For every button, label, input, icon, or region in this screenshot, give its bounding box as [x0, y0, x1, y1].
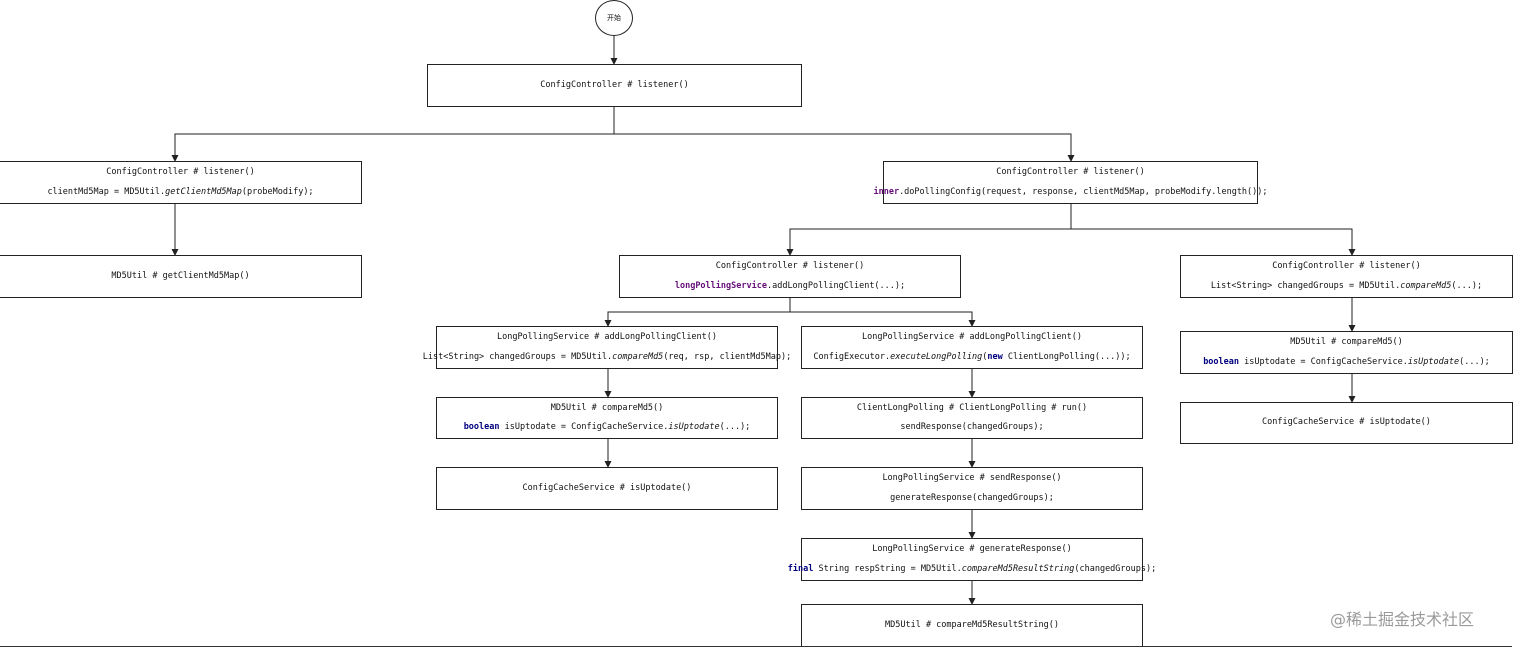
node-title: LongPollingService # generateResponse()	[872, 544, 1072, 555]
node-code: boolean isUptodate = ConfigCacheService.…	[1203, 357, 1490, 368]
code-keyword: boolean	[1203, 356, 1240, 367]
node-farr-isuptodate: ConfigCacheService # isUptodate()	[1180, 402, 1513, 444]
code-text: isUptodate = ConfigCacheService.	[499, 422, 669, 432]
node-midr-generateresponse: LongPollingService # generateResponse() …	[788, 538, 1156, 581]
node-title: MD5Util # getClientMd5Map()	[111, 270, 250, 281]
node-left-getclientmd5map: MD5Util # getClientMd5Map()	[0, 255, 362, 298]
node-right-listener: ConfigController # listener() inner.doPo…	[873, 161, 1268, 204]
code-text: List<String> changedGroups = MD5Util.	[1210, 280, 1401, 291]
node-title: ConfigCacheService # isUptodate()	[1262, 417, 1431, 428]
watermark: @稀土掘金技术社区	[1330, 610, 1475, 629]
node-code: inner.doPollingConfig(request, response,…	[873, 187, 1267, 198]
node-title: LongPollingService # sendResponse()	[882, 473, 1062, 484]
code-text: .addLongPollingClient(...);	[766, 280, 906, 291]
node-title: MD5Util # compareMd5()	[550, 402, 664, 413]
code-text: (...);	[1459, 356, 1490, 367]
code-text: .doPollingConfig(request, response, clie…	[899, 186, 1268, 197]
node-farr-comparemd5: MD5Util # compareMd5() boolean isUptodat…	[1180, 331, 1513, 374]
node-title: ConfigController # listener()	[1272, 261, 1421, 272]
code-text: (probeModify);	[241, 186, 314, 197]
edge-root-left	[171, 133, 614, 162]
node-midr-sendresponse: LongPollingService # sendResponse() gene…	[801, 467, 1143, 510]
code-method: isUptodate	[1407, 356, 1460, 367]
node-title: LongPollingService # addLongPollingClien…	[496, 332, 718, 343]
code-method: isUptodate	[668, 422, 720, 432]
code-text: clientMd5Map = MD5Util.	[47, 186, 166, 197]
node-code: clientMd5Map = MD5Util.getClientMd5Map(p…	[47, 187, 313, 198]
code-keyword: new	[987, 351, 1003, 362]
node-midl-isuptodate: ConfigCacheService # isUptodate()	[436, 467, 778, 510]
node-title: ConfigController # listener()	[715, 261, 865, 272]
node-title: MD5Util # compareMd5()	[1290, 337, 1403, 348]
node-left-listener: ConfigController # listener() clientMd5M…	[0, 161, 362, 204]
start-node: 开始	[595, 0, 633, 36]
node-midr-addlongpollingclient: LongPollingService # addLongPollingClien…	[801, 326, 1143, 369]
node-title: MD5Util # compareMd5ResultString()	[885, 619, 1059, 630]
code-text: (changedGroups);	[1074, 563, 1157, 574]
code-text: ConfigExecutor.	[813, 351, 891, 362]
code-text: ClientLongPolling(...));	[1002, 351, 1131, 362]
node-code: List<String> changedGroups = MD5Util.com…	[1211, 281, 1482, 292]
node-code: final String respString = MD5Util.compar…	[788, 564, 1156, 575]
node-farr-listener: ConfigController # listener() List<Strin…	[1180, 255, 1513, 298]
code-method: getClientMd5Map	[165, 186, 242, 197]
node-code: ConfigExecutor.executeLongPolling(new Cl…	[813, 352, 1130, 363]
edge-root-right	[614, 133, 1075, 162]
node-midl-comparemd5: MD5Util # compareMd5() boolean isUptodat…	[436, 397, 778, 439]
code-text: (req, rsp, clientMd5Map);	[663, 351, 792, 362]
node-midr-comparemd5resultstring: MD5Util # compareMd5ResultString()	[801, 604, 1143, 647]
node-code: boolean isUptodate = ConfigCacheService.…	[464, 422, 751, 433]
node-root-listener: ConfigController # listener()	[427, 64, 802, 107]
code-text: (...);	[1451, 280, 1483, 291]
edge-righta-mid	[786, 228, 1071, 256]
code-method: compareMd5	[1400, 280, 1452, 291]
node-code: List<String> changedGroups = MD5Util.com…	[423, 352, 791, 363]
node-title: ConfigController # listener()	[996, 167, 1145, 178]
code-keyword: boolean	[463, 422, 500, 432]
node-title: ConfigCacheService # isUptodate()	[522, 482, 692, 493]
code-keyword: final	[787, 563, 814, 574]
code-field: longPollingService	[674, 280, 767, 291]
node-title: ConfigController # listener()	[106, 167, 255, 178]
edge-righta-far	[1071, 228, 1356, 256]
edge-mida-left	[604, 311, 790, 327]
start-label: 开始	[607, 14, 621, 22]
node-midr-run: ClientLongPolling # ClientLongPolling # …	[801, 397, 1143, 439]
node-code: longPollingService.addLongPollingClient(…	[675, 281, 905, 292]
code-text: isUptodate = ConfigCacheService.	[1239, 356, 1408, 367]
node-title: ClientLongPolling # ClientLongPolling # …	[856, 402, 1088, 413]
bottom-border	[0, 646, 1512, 647]
code-method: executeLongPolling	[890, 351, 983, 362]
node-code: sendResponse(changedGroups);	[900, 422, 1044, 432]
node-title: LongPollingService # addLongPollingClien…	[861, 332, 1083, 343]
code-text: (	[982, 351, 988, 362]
node-mid-listener: ConfigController # listener() longPollin…	[619, 255, 961, 298]
node-code: generateResponse(changedGroups);	[890, 492, 1054, 503]
edge-mida-right	[790, 311, 976, 327]
node-title: ConfigController # listener()	[540, 79, 689, 90]
code-text: (...);	[719, 422, 751, 432]
code-field: inner	[873, 186, 900, 197]
code-text: List<String> changedGroups = MD5Util.	[422, 351, 613, 362]
node-midl-addlongpollingclient: LongPollingService # addLongPollingClien…	[423, 326, 791, 369]
code-method: compareMd5ResultString	[961, 563, 1075, 574]
code-text: String respString = MD5Util.	[813, 563, 962, 574]
code-method: compareMd5	[612, 351, 664, 362]
